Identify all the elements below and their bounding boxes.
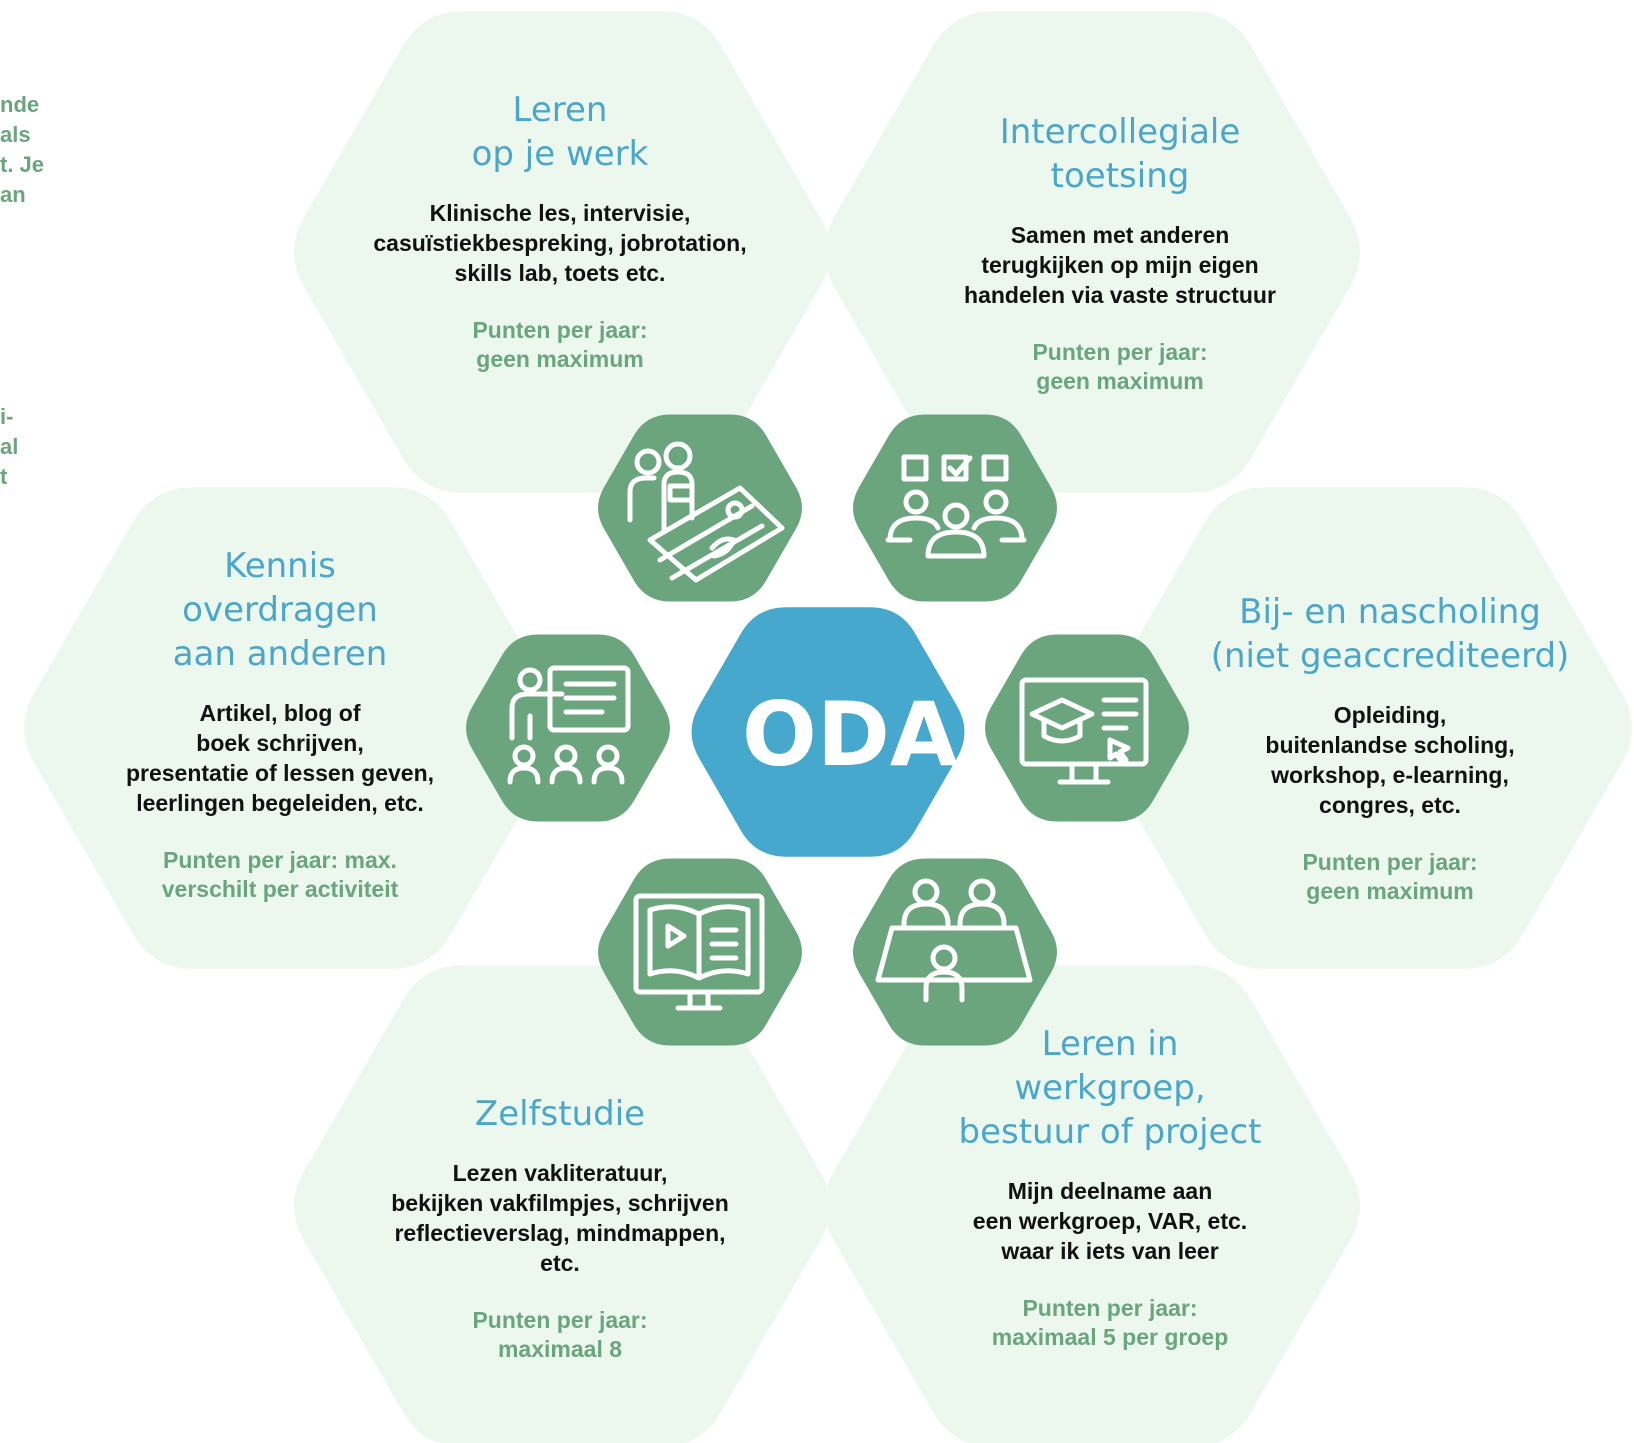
segment-description: Artikel, blog of boek schrijven, present…	[100, 698, 460, 818]
segment-points: Punten per jaar: maximaal 8	[340, 1306, 780, 1364]
points-line: geen maximum	[1306, 878, 1474, 904]
title-line: Zelfstudie	[474, 1094, 646, 1134]
segment-points: Punten per jaar: geen maximum	[340, 316, 780, 374]
description-line: etc.	[540, 1250, 580, 1276]
points-line: Punten per jaar:	[472, 317, 648, 343]
center-label-oda: ODA	[742, 683, 958, 786]
title-line: op je werk	[471, 134, 649, 174]
description-line: workshop, e-learning,	[1271, 762, 1509, 788]
description-line: casuïstiekbespreking, jobrotation,	[373, 230, 747, 256]
points-line: geen maximum	[476, 346, 644, 372]
title-line: toetsing	[1050, 156, 1190, 196]
title-line: (niet geaccrediteerd)	[1210, 636, 1570, 676]
points-line: geen maximum	[1036, 368, 1204, 394]
segment-description: Klinische les, intervisie, casuïstiekbes…	[340, 198, 780, 288]
segment-description: Opleiding, buitenlandse scholing, worksh…	[1180, 700, 1600, 820]
hex-kennis-overdragen	[24, 487, 560, 969]
segment-intercollegiale-toetsing: Intercollegiale toetsing Samen met ander…	[900, 110, 1340, 396]
meeting-table-icon	[875, 878, 1033, 1003]
side-fragment-line: t. Je	[0, 152, 45, 177]
title-line: Leren in	[1041, 1024, 1179, 1064]
points-line: maximaal 5 per groep	[991, 1324, 1229, 1350]
description-line: Klinische les, intervisie,	[429, 200, 691, 226]
hex-leren-in-werkgroep	[824, 965, 1360, 1443]
segment-points: Punten per jaar: maximaal 5 per groep	[900, 1294, 1320, 1352]
side-fragment-line: i-	[0, 404, 14, 429]
peer-review-checklist-icon	[885, 454, 1027, 559]
hex-intercollegiale-toetsing	[824, 11, 1360, 493]
segment-points: Punten per jaar: geen maximum	[900, 338, 1340, 396]
segment-title: Leren in werkgroep, bestuur of project	[900, 1022, 1320, 1154]
side-fragment-line: nde	[0, 92, 40, 117]
description-line: Opleiding,	[1333, 702, 1447, 728]
title-line: aan anderen	[172, 634, 388, 674]
side-fragment-line: t	[0, 464, 8, 489]
description-line: Lezen vakliteratuur,	[452, 1160, 668, 1186]
presenter-audience-icon	[507, 665, 631, 785]
description-line: bekijken vakfilmpjes, schrijven	[391, 1190, 729, 1216]
points-line: Punten per jaar:	[1032, 339, 1208, 365]
segment-title: Zelfstudie	[340, 1092, 780, 1136]
description-line: terugkijken op mijn eigen	[981, 252, 1259, 278]
nurse-patient-bed-icon	[627, 441, 785, 583]
description-line: reflectieverslag, mindmappen,	[394, 1220, 726, 1246]
segment-title: Intercollegiale toetsing	[900, 110, 1340, 198]
description-line: buitenlandse scholing,	[1265, 732, 1515, 758]
segment-title: Kennis overdragen aan anderen	[100, 544, 460, 676]
points-line: maximaal 8	[497, 1336, 623, 1362]
description-line: leerlingen begeleiden, etc.	[136, 790, 424, 816]
hex-zelfstudie	[294, 965, 830, 1443]
points-line: Punten per jaar:	[472, 1307, 648, 1333]
center-hexagon	[691, 607, 965, 857]
description-line: boek schrijven,	[196, 730, 364, 756]
description-line: congres, etc.	[1319, 792, 1461, 818]
left-side-fragment-middle: i- al t	[0, 402, 18, 492]
title-line: overdragen	[182, 590, 378, 630]
segment-background-hexagons	[24, 11, 1632, 1443]
side-fragment-line: als	[0, 122, 31, 147]
book-video-screen-icon	[633, 893, 765, 1011]
points-line: Punten per jaar: max.	[163, 847, 397, 873]
segment-points: Punten per jaar: max. verschilt per acti…	[100, 846, 460, 904]
e-learning-monitor-icon	[1019, 677, 1149, 785]
description-line: Samen met anderen	[1010, 222, 1230, 248]
hex-bij-en-nascholing	[1096, 487, 1632, 969]
title-line: werkgroep,	[1014, 1068, 1206, 1108]
description-line: waar ik iets van leer	[1001, 1238, 1219, 1264]
segment-description: Lezen vakliteratuur, bekijken vakfilmpje…	[340, 1158, 780, 1278]
title-line: Kennis	[224, 546, 336, 586]
description-line: Mijn deelname aan	[1007, 1178, 1213, 1204]
segment-leren-op-je-werk: Leren op je werk Klinische les, intervis…	[340, 88, 780, 374]
segment-title: Leren op je werk	[340, 88, 780, 176]
hex-leren-op-je-werk	[294, 11, 830, 493]
side-fragment-line: al	[0, 434, 19, 459]
segment-zelfstudie: Zelfstudie Lezen vakliteratuur, bekijken…	[340, 1092, 780, 1364]
title-line: bestuur of project	[958, 1112, 1262, 1152]
points-line: Punten per jaar:	[1022, 1295, 1198, 1321]
title-line: Bij- en nascholing	[1239, 592, 1541, 632]
points-line: verschilt per activiteit	[161, 876, 399, 902]
segment-title: Bij- en nascholing (niet geaccrediteerd)	[1180, 590, 1600, 678]
segment-description: Samen met anderen terugkijken op mijn ei…	[900, 220, 1340, 310]
segment-description: Mijn deelname aan een werkgroep, VAR, et…	[900, 1176, 1320, 1266]
description-line: Artikel, blog of	[199, 700, 361, 726]
segment-points: Punten per jaar: geen maximum	[1180, 848, 1600, 906]
description-line: skills lab, toets etc.	[454, 260, 666, 286]
segment-leren-in-werkgroep: Leren in werkgroep, bestuur of project M…	[900, 1022, 1320, 1352]
description-line: presentatie of lessen geven,	[125, 760, 435, 786]
side-fragment-line: an	[0, 182, 26, 207]
title-line: Intercollegiale	[999, 112, 1241, 152]
icon-hexagon-1	[598, 414, 802, 602]
title-line: Leren	[512, 90, 608, 130]
points-line: Punten per jaar:	[1302, 849, 1478, 875]
segment-bij-en-nascholing: Bij- en nascholing (niet geaccrediteerd)…	[1180, 590, 1600, 906]
left-side-fragment-top: nde als t. Je an	[0, 90, 44, 210]
description-line: handelen via vaste structuur	[964, 282, 1276, 308]
segment-kennis-overdragen: Kennis overdragen aan anderen Artikel, b…	[100, 544, 460, 904]
description-line: een werkgroep, VAR, etc.	[972, 1208, 1248, 1234]
